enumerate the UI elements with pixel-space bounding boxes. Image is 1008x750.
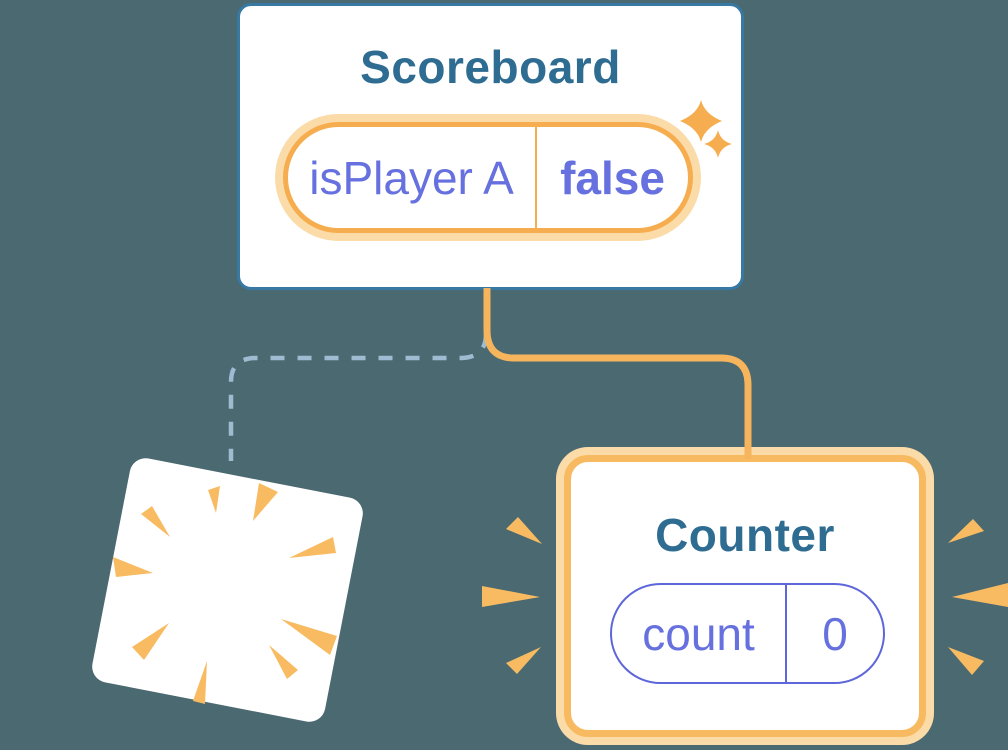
counter-title: Counter	[655, 509, 835, 561]
scoreboard-component-card: Scoreboard isPlayer A false	[237, 3, 744, 290]
dashed-connector-line	[228, 333, 489, 461]
counter-state-key: count	[642, 607, 755, 660]
scoreboard-state-value: false	[535, 127, 688, 228]
counter-state-pill: count 0	[610, 583, 885, 684]
counter-component-card: Counter count 0	[564, 455, 926, 737]
destroyed-component-card	[89, 455, 366, 725]
emphasis-marks-right-icon	[948, 519, 1008, 675]
counter-state-value: 0	[785, 585, 883, 682]
emphasis-marks-left-icon	[482, 517, 542, 674]
scoreboard-title: Scoreboard	[360, 41, 621, 93]
scoreboard-state-key: isPlayer A	[309, 151, 514, 204]
scoreboard-state-pill: isPlayer A false	[283, 122, 693, 233]
solid-connector-line	[483, 288, 752, 459]
